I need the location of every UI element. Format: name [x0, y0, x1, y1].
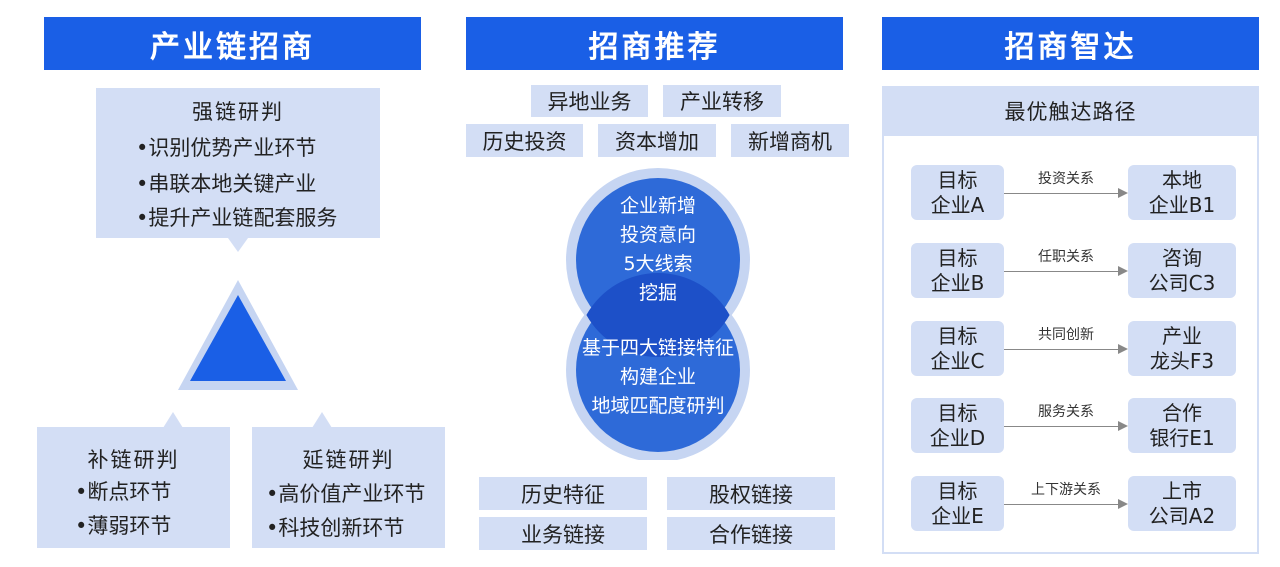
card-patch-title: 补链研判 — [87, 448, 180, 472]
target-enterprise-e: 目标企业E — [911, 476, 1004, 531]
tag-remote-business: 异地业务 — [531, 85, 648, 117]
end-node-a2: 上市公司A2 — [1128, 476, 1236, 531]
header-smart-reach: 招商智达 — [882, 17, 1259, 70]
bullet-item: •提升产业链配套服务 — [136, 206, 338, 230]
path-panel — [882, 136, 1259, 554]
target-enterprise-a: 目标企业A — [911, 165, 1004, 220]
end-node-e1: 合作银行E1 — [1128, 398, 1236, 453]
relation-arrow — [1004, 426, 1118, 427]
circle-bottom-text: 基于四大链接特征 构建企业 地域匹配度研判 — [566, 290, 750, 454]
circle-top-line: 挖掘 — [638, 282, 677, 304]
tag-new-opportunity: 新增商机 — [731, 124, 849, 157]
circle-overlap — [586, 272, 730, 358]
strong-card-pointer — [228, 238, 248, 252]
end-node-f3: 产业龙头F3 — [1128, 321, 1236, 376]
tag-history-feature: 历史特征 — [479, 477, 647, 510]
tag-business-link: 业务链接 — [479, 517, 647, 550]
circle-top-line: 企业新增 — [619, 195, 696, 217]
bullet-item: •串联本地关键产业 — [136, 172, 317, 196]
bullet-item: •识别优势产业环节 — [136, 136, 317, 160]
tag-history-investment: 历史投资 — [466, 124, 583, 157]
relation-label: 服务关系 — [1038, 404, 1094, 420]
triangle-diagram — [163, 238, 332, 428]
relation-label: 共同创新 — [1038, 327, 1094, 343]
panel-title-box: 最优触达路径 — [882, 86, 1259, 136]
card-patch-chain: 补链研判 •断点环节 •薄弱环节 — [37, 427, 230, 548]
panel-title: 最优触达路径 — [1004, 100, 1137, 124]
relation-label: 任职关系 — [1038, 249, 1094, 265]
arrow-head-icon — [1118, 344, 1128, 354]
bullet-item: •断点环节 — [75, 480, 172, 504]
relation-label: 投资关系 — [1038, 171, 1094, 187]
circle-top-text: 企业新增 投资意向 5大线索 挖掘 — [576, 178, 740, 342]
card-strong-chain: 强链研判 •识别优势产业环节 •串联本地关键产业 •提升产业链配套服务 — [96, 88, 380, 238]
card-extend-chain: 延链研判 •高价值产业环节 •科技创新环节 — [252, 427, 445, 548]
end-node-b1: 本地企业B1 — [1128, 165, 1236, 220]
target-enterprise-d: 目标企业D — [911, 398, 1004, 453]
arrow-head-icon — [1118, 266, 1128, 276]
target-enterprise-c: 目标企业C — [911, 321, 1004, 376]
tag-industry-transfer: 产业转移 — [663, 85, 781, 117]
card-extend-title: 延链研判 — [302, 448, 395, 472]
extend-card-pointer — [312, 412, 332, 428]
relation-arrow — [1004, 349, 1118, 350]
circle-bottom-line: 地域匹配度研判 — [591, 394, 725, 417]
arrow-head-icon — [1118, 188, 1128, 198]
circle-top-line: 5大线索 — [623, 253, 693, 275]
bullet-item: •科技创新环节 — [266, 516, 405, 540]
circle-top-line: 投资意向 — [619, 224, 696, 246]
end-node-c3: 咨询公司C3 — [1128, 243, 1236, 298]
header-recommendation: 招商推荐 — [466, 17, 843, 70]
circle-bottom-line: 基于四大链接特征 — [581, 336, 734, 359]
card-strong-title: 强链研判 — [192, 100, 284, 124]
triangle-inner — [190, 295, 286, 381]
bullet-item: •高价值产业环节 — [266, 482, 426, 506]
relation-arrow — [1004, 504, 1118, 505]
tag-capital-increase: 资本增加 — [598, 124, 716, 157]
relation-arrow — [1004, 271, 1118, 272]
arrow-head-icon — [1118, 421, 1128, 431]
relation-label: 上下游关系 — [1031, 482, 1101, 498]
patch-card-pointer — [163, 412, 183, 428]
venn-circles — [566, 168, 750, 460]
arrow-head-icon — [1118, 499, 1128, 509]
circle-bottom-line: 构建企业 — [619, 365, 696, 388]
tag-cooperation-link: 合作链接 — [667, 517, 835, 550]
header-industry-chain: 产业链招商 — [44, 17, 421, 70]
bullet-item: •薄弱环节 — [75, 514, 172, 538]
tag-equity-link: 股权链接 — [667, 477, 835, 510]
relation-arrow — [1004, 193, 1118, 194]
target-enterprise-b: 目标企业B — [911, 243, 1004, 298]
